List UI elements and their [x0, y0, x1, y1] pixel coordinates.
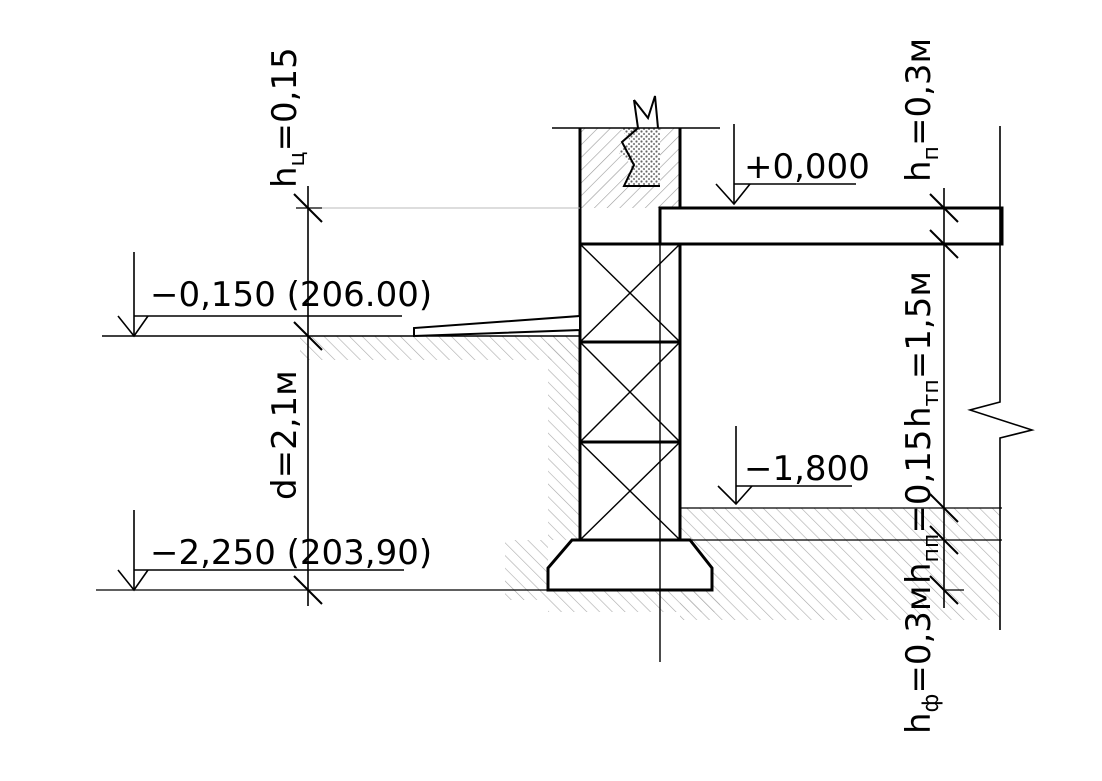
dim-basement-floor-slab: hпп=0,15	[899, 429, 944, 584]
dim-basement-height: hтп=1,5м	[899, 271, 944, 428]
right-dimension-chain	[929, 188, 964, 608]
dim-depth: d=2,1м	[265, 370, 305, 500]
elevation-basement-label: −1,800	[744, 449, 870, 489]
level-mark-floor	[715, 124, 856, 206]
foundation-blocks	[578, 242, 682, 542]
level-mark-base	[117, 510, 404, 592]
plinth-wall	[552, 127, 720, 244]
dim-floor-slab: hп=0,3м	[899, 38, 944, 182]
level-mark-ground	[117, 252, 402, 338]
brick-break	[618, 95, 660, 187]
footing	[546, 538, 714, 592]
right-break-line	[967, 126, 1035, 630]
elevation-floor-label: +0,000	[744, 147, 870, 187]
floor-slab	[658, 206, 1004, 246]
dim-footing-height: hф=0,3м	[899, 585, 944, 734]
elevation-base-label: −2,250 (203,90)	[150, 533, 432, 573]
left-dimension-chain	[293, 186, 323, 606]
level-mark-basement	[717, 426, 852, 506]
elevation-ground-label: −0,150 (206.00)	[150, 275, 432, 315]
ground-lines	[96, 207, 1002, 591]
blind-area	[413, 314, 581, 338]
dim-plinth-height: hц=0,15	[265, 47, 310, 188]
